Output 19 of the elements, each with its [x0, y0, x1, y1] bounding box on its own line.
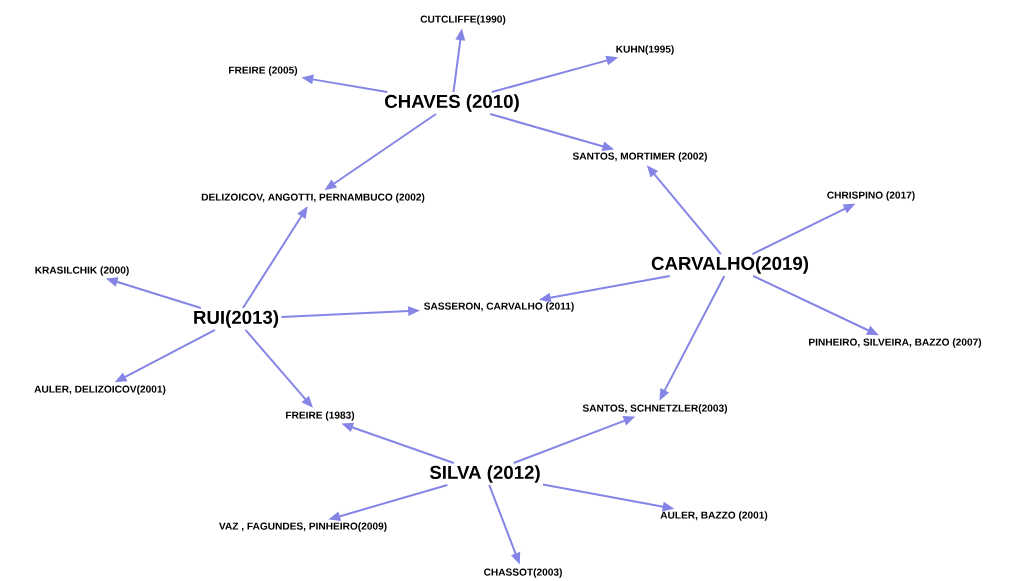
author-label: RUI(2013)	[194, 310, 279, 328]
reference-label: FREIRE (1983)	[286, 411, 355, 421]
reference-label: AULER, DELIZOICOV(2001)	[34, 385, 166, 395]
reference-label: DELIZOICOV, ANGOTTI, PERNAMBUCO (2002)	[201, 193, 425, 203]
reference-label: CUTCLIFFE(1990)	[420, 15, 506, 25]
reference-label: PINHEIRO, SILVEIRA, BAZZO (2007)	[809, 338, 982, 348]
reference-label: SASSERON, CARVALHO (2011)	[424, 302, 574, 312]
reference-label: VAZ , FAGUNDES, PINHEIRO(2009)	[219, 522, 387, 532]
author-label: CARVALHO(2019)	[651, 256, 809, 274]
reference-label: AULER, BAZZO (2001)	[660, 511, 768, 521]
reference-label: CHRISPINO (2017)	[827, 191, 915, 201]
reference-label: SANTOS, MORTIMER (2002)	[572, 152, 707, 162]
author-label: SILVA (2012)	[429, 465, 540, 483]
author-label: CHAVES (2010)	[385, 94, 519, 112]
reference-label: FREIRE (2005)	[229, 66, 298, 76]
reference-label: KUHN(1995)	[616, 45, 674, 55]
reference-label: SANTOS, SCHNETZLER(2003)	[582, 404, 727, 414]
reference-label: CHASSOT(2003)	[484, 568, 562, 578]
reference-label: KRASILCHIK (2000)	[35, 266, 129, 276]
